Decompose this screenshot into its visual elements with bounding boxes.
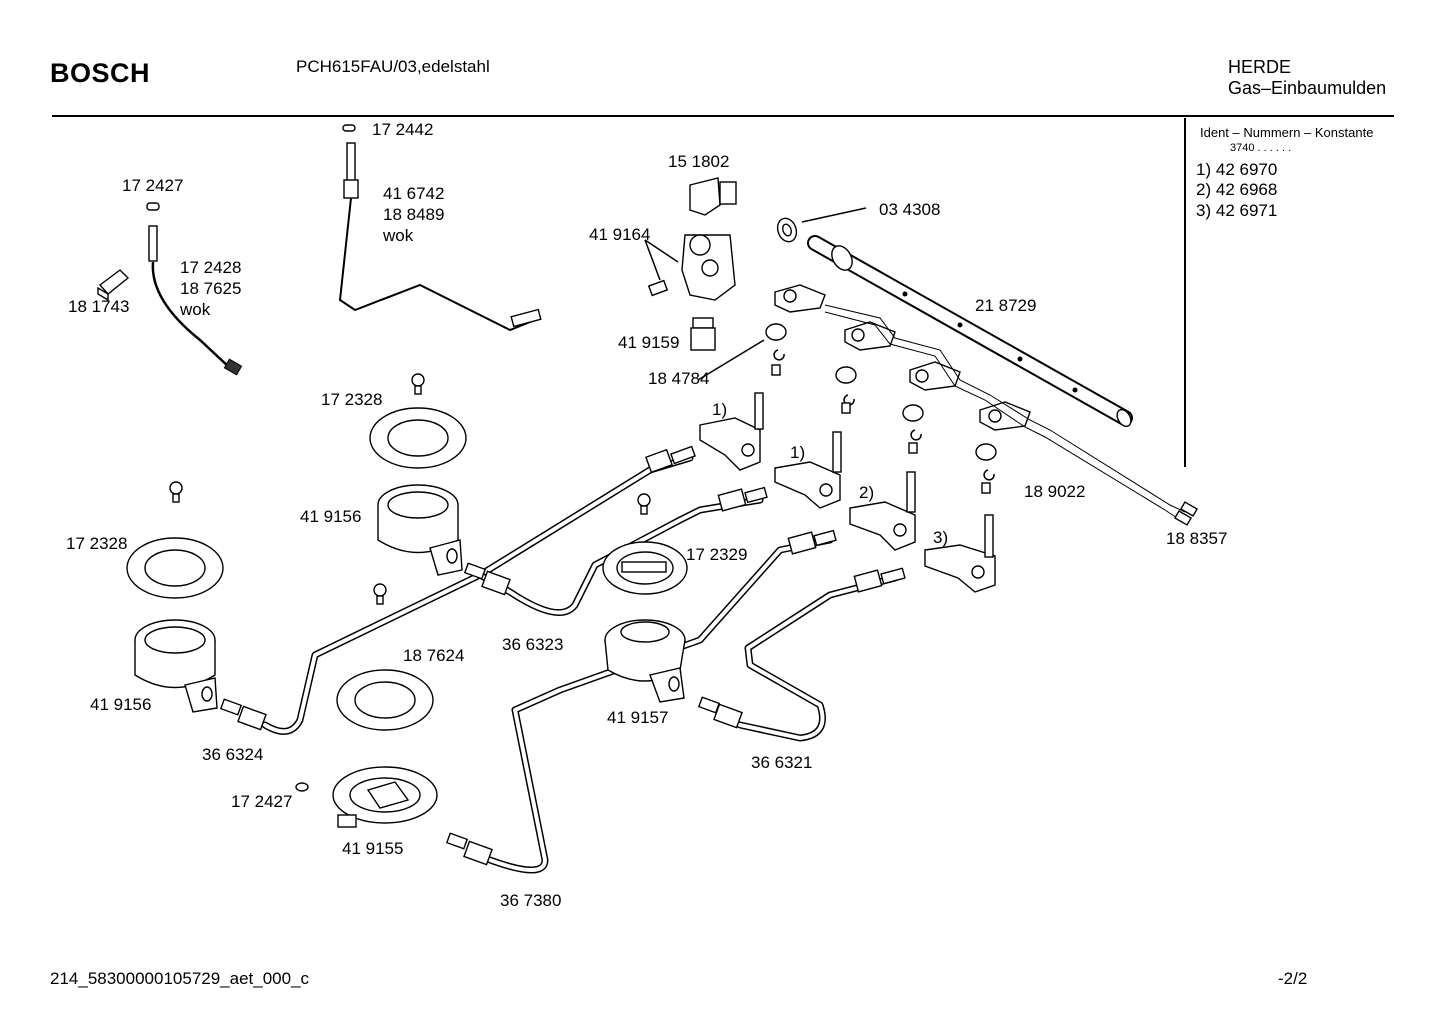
part-label: 3) [933,528,948,547]
part-label: 17 2442 [372,120,433,139]
nipple-419159 [690,317,716,351]
ident-row: 2) 42 6968 [1196,180,1277,200]
gas-valve-1a [699,392,764,471]
part-label: 18 1743 [68,297,129,316]
brand-logo: BOSCH [50,58,151,88]
part-label: 18 7624 [403,646,464,665]
burner-base-419157 [604,619,686,703]
part-label: 1) [790,443,805,462]
part-label: 36 6323 [502,635,563,654]
part-label: 18 9022 [1024,482,1085,501]
part-label: 17 2328 [66,534,127,553]
gas-valve-3 [924,514,996,593]
pressure-regulator-419164 [644,234,736,301]
part-label: 41 9164 [589,225,650,244]
ident-row-key: 1) [1196,160,1212,179]
part-label: 03 4308 [879,200,940,219]
part-label: 41 9159 [618,333,679,352]
ignition-switches [774,284,1031,431]
part-label: 15 1802 [668,152,729,171]
gasket-172328-lower [126,537,224,599]
ignition-electrode-wok [146,202,243,376]
gas-pipe-366324 [261,454,694,735]
category-title: HERDE [1228,57,1292,77]
part-label: 18 7625 [180,279,241,298]
page-number: -2/2 [1278,969,1308,988]
screws [169,373,651,792]
wiring-harness-188357 [824,304,1199,526]
part-label: 18 8357 [1166,529,1227,548]
part-label: 21 8729 [975,296,1036,315]
part-label: 41 9155 [342,839,403,858]
clip-181743 [97,269,130,302]
ident-row: 3) 42 6971 [1196,201,1277,221]
ident-constant: 3740 . . . . . . [1230,142,1292,154]
ident-heading: Ident – Nummern – Konstante [1200,125,1374,140]
part-label: 41 9156 [90,695,151,714]
header-divider [52,115,1394,117]
seal-034308 [776,207,867,243]
gas-valve-1b [774,431,842,509]
gas-pipe-367380 [486,536,834,874]
gas-valve-2 [849,471,916,551]
elbow-151802 [689,177,737,216]
part-label: 2) [859,483,874,502]
part-label: 17 2427 [122,176,183,195]
burner-base-419156-lower [134,619,218,713]
model-number: PCH615FAU/03,edelstahl [296,57,490,76]
pipe-fittings [219,445,906,866]
part-label: 1) [712,400,727,419]
part-label: 36 7380 [500,891,561,910]
part-label: 17 2329 [686,545,747,564]
gas-rail-218729 [807,235,1133,428]
part-label: 18 4784 [648,369,709,388]
ident-row-key: 3) [1196,201,1212,220]
ident-row-value: 42 6970 [1215,160,1278,179]
ident-row: 1) 42 6970 [1196,160,1277,180]
gas-pipe-366321 [736,574,899,742]
part-label: 36 6321 [751,753,812,772]
part-label: 36 6324 [202,745,263,764]
part-label: 17 2328 [321,390,382,409]
nozzle-holders [697,323,997,494]
gasket-172329 [602,541,688,595]
part-label: 41 9156 [300,507,361,526]
gasket-187624 [336,669,434,731]
part-label: 41 9157 [607,708,668,727]
burner-base-419155 [332,766,438,828]
ident-row-key: 2) [1196,180,1212,199]
ident-box-divider [1184,118,1186,467]
part-label: wok [382,226,414,245]
subcategory-title: Gas–Einbaumulden [1228,78,1387,98]
part-label: 18 8489 [383,205,444,224]
ident-row-value: 42 6971 [1215,201,1278,220]
burner-base-419156-upper [377,484,463,576]
document-id: 214_58300000105729_aet_000_c [50,969,310,988]
part-label: 17 2428 [180,258,241,277]
thermocouple-wok [338,124,542,332]
ident-row-value: 42 6968 [1215,180,1278,199]
part-label: wok [179,300,211,319]
part-label: 41 6742 [383,184,444,203]
part-label: 17 2427 [231,792,292,811]
gasket-172328-upper [369,407,467,469]
